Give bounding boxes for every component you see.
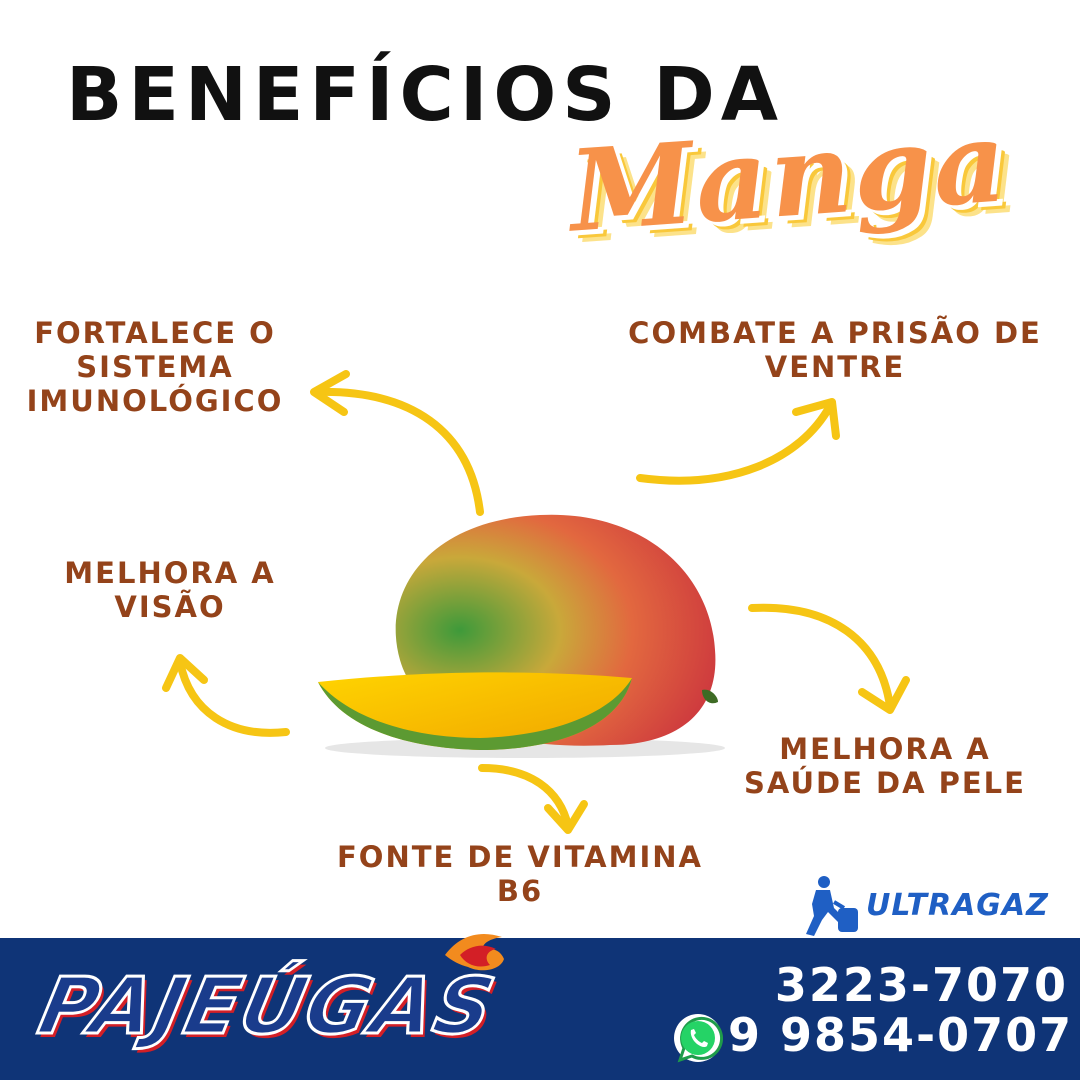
benefit-vitamin: FONTE DE VITAMINA B6 [320,840,720,908]
benefit-constipation: COMBATE A PRISÃO DE VENTRE [610,316,1060,384]
whatsapp-number[interactable]: 9 9854-0707 [728,1008,1074,1062]
arrow-vision [176,658,290,737]
benefit-immune-text: FORTALECE O SISTEMA IMUNOLÓGICO [26,316,284,418]
arrow-constipation [636,402,834,485]
benefit-skin: MELHORA A SAÚDE DA PELE [730,732,1040,800]
arrow-vitamin [478,764,572,830]
delivery-person-icon [806,876,858,936]
pajeugas-logo: PAJEÚGAS [30,961,505,1054]
arrow-vision-head [162,654,208,692]
whatsapp-icon [674,1014,724,1063]
flame-icon [445,934,504,971]
arrow-immune [314,387,484,516]
benefit-constipation-text: COMBATE A PRISÃO DE VENTRE [628,316,1042,384]
benefit-vitamin-text: FONTE DE VITAMINA B6 [337,840,703,908]
mango-illustration [318,514,725,758]
benefit-vision: MELHORA A VISÃO [40,556,300,624]
arrow-skin [748,603,894,710]
benefit-skin-text: MELHORA A SAÚDE DA PELE [744,732,1026,800]
arrow-vitamin-head [544,800,588,834]
arrow-immune-head [310,370,350,416]
benefit-immune: FORTALECE O SISTEMA IMUNOLÓGICO [20,316,290,418]
arrow-skin-head [858,676,910,714]
ultragaz-logo-text: ULTRAGAZ [866,888,1049,923]
page-title: BENEFÍCIOS DA [66,52,785,138]
arrow-constipation-head [792,398,840,440]
benefit-vision-text: MELHORA A VISÃO [64,556,276,624]
footer-bar [0,938,1080,1080]
phone-number[interactable]: 3223-7070 [774,958,1068,1012]
page-title-script: Manga [565,96,1013,258]
